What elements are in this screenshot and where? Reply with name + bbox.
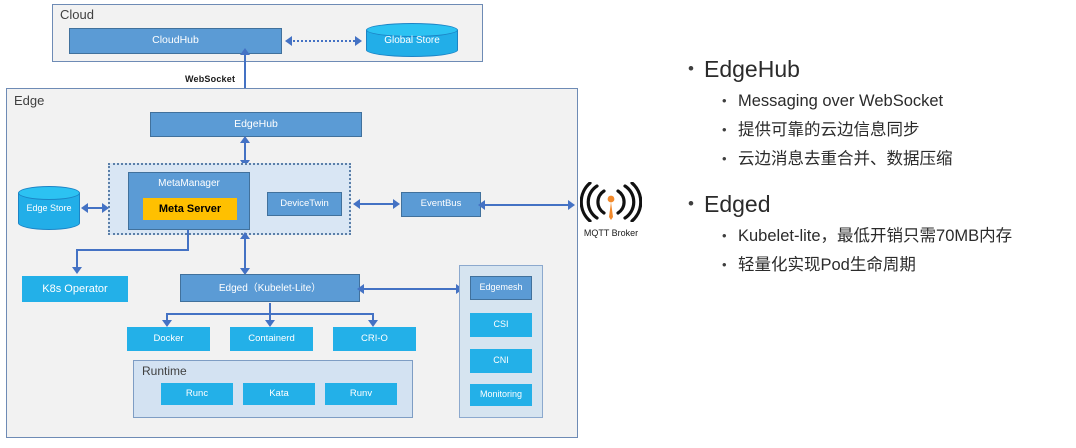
edge-store-cylinder[interactable]: Edge Store: [18, 186, 80, 230]
docker-drop: [166, 313, 168, 322]
edged-inbound-arrow: [240, 268, 250, 275]
edgehub-metamanager-line: [244, 139, 246, 165]
note-item: • Kubelet-lite，最低开销只需70MB内存: [722, 224, 1076, 248]
edged-box[interactable]: Edged（Kubelet-Lite）: [180, 274, 360, 302]
note-item-text: 提供可靠的云边信息同步: [738, 121, 920, 139]
k8s-elbow-drop: [76, 249, 78, 269]
websocket-line: [244, 54, 246, 111]
bullet-icon: •: [688, 194, 694, 213]
note-item-text: 云边消息去重合并、数据压缩: [738, 150, 953, 168]
service-box-monitoring[interactable]: Monitoring: [470, 384, 532, 406]
runtime-box-kata[interactable]: Kata: [243, 383, 315, 405]
cylinder-top: [18, 186, 80, 200]
bullet-icon: •: [722, 257, 727, 272]
note-item-text: Messaging over WebSocket: [738, 92, 944, 110]
bullet-icon: •: [722, 93, 727, 108]
service-box-cni[interactable]: CNI: [470, 349, 532, 373]
metamanager-box[interactable]: MetaManager Meta Server: [128, 172, 250, 230]
service-box-csi[interactable]: CSI: [470, 313, 532, 337]
note-heading-text: Edged: [704, 191, 771, 217]
devicetwin-box[interactable]: DeviceTwin: [267, 192, 342, 216]
crio-drop: [372, 313, 374, 322]
edgestore-metamanager-line: [86, 207, 106, 209]
engine-box-crio[interactable]: CRI-O: [333, 327, 416, 351]
websocket-up-arrow: [240, 48, 250, 55]
edge-store-label: Edge Store: [26, 203, 72, 213]
meta-server-box[interactable]: Meta Server: [143, 198, 237, 220]
edged-right-arrow: [357, 284, 364, 294]
cylinder-top: [366, 23, 458, 37]
k8s-operator-inbound-arrow: [72, 267, 82, 274]
mqtt-broker-label: MQTT Broker: [583, 228, 639, 238]
k8s-elbow-across: [76, 249, 189, 251]
runtime-box-runv[interactable]: Runv: [325, 383, 397, 405]
engine-box-docker[interactable]: Docker: [127, 327, 210, 351]
mqtt-inbound-arrow: [568, 200, 575, 210]
runtime-box-runc[interactable]: Runc: [161, 383, 233, 405]
note-item-text: Kubelet-lite，最低开销只需70MB内存: [738, 227, 1013, 245]
k8s-elbow-down: [187, 230, 189, 250]
edge-group-title: Edge: [14, 93, 45, 108]
metamanager-bottom-arrow: [240, 232, 250, 239]
note-heading-edgehub: • EdgeHub: [688, 54, 1076, 84]
crio-inbound-arrow: [368, 320, 378, 327]
cloudhub-globalstore-link: [293, 40, 355, 42]
global-store-label: Global Store: [384, 34, 440, 46]
runtime-group-title: Runtime: [142, 364, 187, 378]
note-item-text: 轻量化实现Pod生命周期: [738, 256, 916, 274]
note-item: • 轻量化实现Pod生命周期: [722, 253, 1076, 277]
bullet-icon: •: [722, 151, 727, 166]
edgehub-box[interactable]: EdgeHub: [150, 112, 362, 137]
note-item: • 云边消息去重合并、数据压缩: [722, 147, 1076, 171]
engines-fan-stem: [269, 303, 271, 314]
devicetwin-inbound-arrow: [353, 199, 360, 209]
bullet-icon: •: [722, 228, 727, 243]
bullet-icon: •: [688, 59, 694, 78]
note-heading-text: EdgeHub: [704, 56, 800, 82]
metamanager-left-arrow: [102, 203, 109, 213]
eventbus-mqtt-line: [484, 204, 572, 206]
containerd-drop: [269, 313, 271, 322]
containerd-inbound-arrow: [265, 320, 275, 327]
cloudhub-box[interactable]: CloudHub: [69, 28, 282, 54]
docker-inbound-arrow: [162, 320, 172, 327]
edgehub-inbound-arrow: [240, 136, 250, 143]
note-item: • Messaging over WebSocket: [722, 89, 1076, 113]
notes-panel: • EdgeHub • Messaging over WebSocket • 提…: [688, 52, 1076, 277]
cloud-group-title: Cloud: [60, 7, 94, 22]
bullet-icon: •: [722, 122, 727, 137]
edged-edgemesh-line: [362, 288, 460, 290]
mqtt-antenna-icon: [579, 181, 643, 223]
note-heading-edged: • Edged: [688, 189, 1076, 219]
global-store-cylinder[interactable]: Global Store: [366, 23, 458, 57]
eventbus-inbound-arrow: [393, 199, 400, 209]
devicetwin-eventbus-line: [357, 203, 397, 205]
k8s-operator-box[interactable]: K8s Operator: [22, 276, 128, 302]
engine-box-containerd[interactable]: Containerd: [230, 327, 313, 351]
cloudhub-inbound-arrow: [285, 36, 292, 46]
service-box-edgemesh[interactable]: Edgemesh: [470, 276, 532, 300]
websocket-label: WebSocket: [185, 74, 236, 84]
metamanager-edged-line: [244, 236, 246, 272]
eventbus-mqtt-arrow: [478, 200, 485, 210]
edgestore-inbound-arrow: [81, 203, 88, 213]
eventbus-box[interactable]: EventBus: [401, 192, 481, 217]
metamanager-label: MetaManager: [158, 178, 220, 189]
antenna-svg: [579, 181, 643, 223]
globalstore-inbound-arrow: [355, 36, 362, 46]
note-item: • 提供可靠的云边信息同步: [722, 118, 1076, 142]
